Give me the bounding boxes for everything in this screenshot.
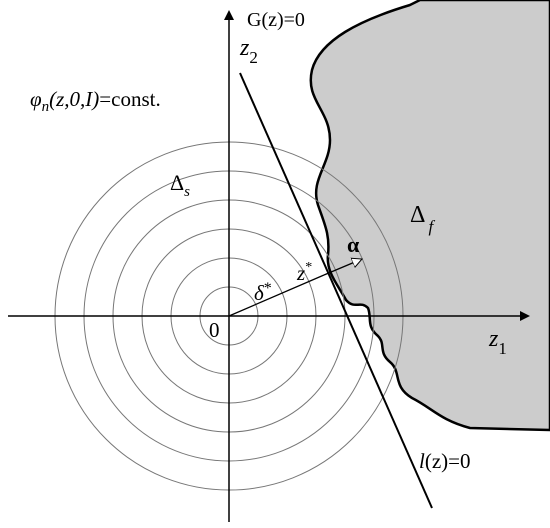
z-star-label: z* [296,260,312,285]
delta-s-label: Δs [170,170,190,200]
alpha-label: α [347,232,360,257]
origin-label: 0 [209,318,220,342]
delta-star-label: δ* [254,280,272,305]
feasible-region [309,0,550,432]
z1-axis-label: z1 [488,326,507,358]
delta-star-vector [228,274,325,317]
alpha-vector [323,259,362,276]
tangent-line [239,72,433,509]
g-curve-label: G(z)=0 [247,9,305,31]
z2-axis-label: z2 [239,35,258,67]
l-line-label: l(z)=0 [419,449,471,473]
phi-label: φn(z,0,I)=const. [30,87,161,115]
